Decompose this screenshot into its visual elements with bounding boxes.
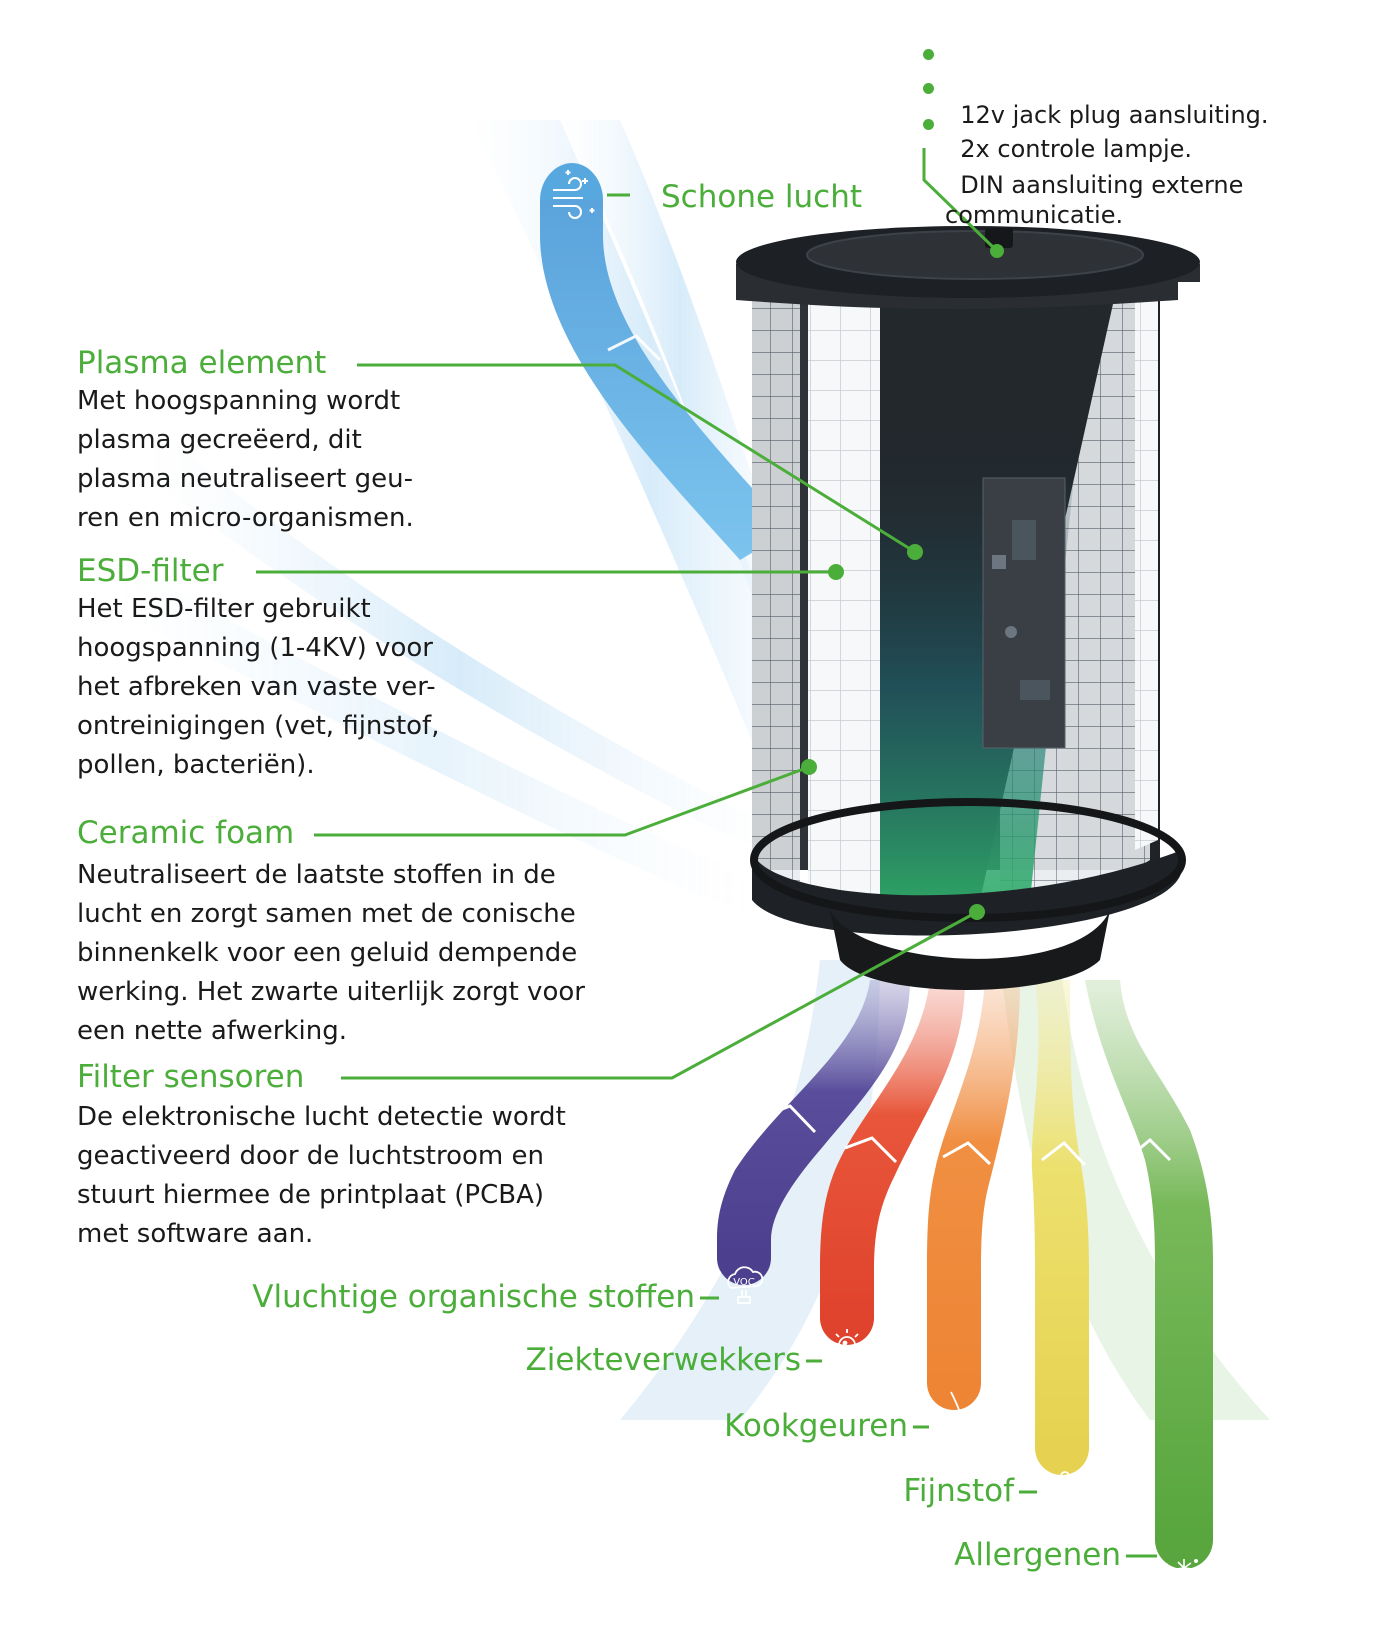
spec-text: 2x controle lampje. <box>960 135 1193 163</box>
plasma-element-text: Met hoogspanning wordt plasma gecreëerd,… <box>77 386 414 533</box>
nose-icon <box>948 1391 973 1427</box>
filter-sensors-text: De elektronische lucht detectie wordt ge… <box>77 1102 566 1249</box>
spec-item: 2x controle lampje. <box>923 74 1193 164</box>
pollutant-stream-dust <box>1031 980 1089 1475</box>
leader-lines <box>256 148 1157 1558</box>
pollutant-stream-pathogens <box>820 980 965 1345</box>
virus-icon <box>831 1329 876 1366</box>
spec-item: DIN aansluiting externe communicatie. <box>923 110 1244 230</box>
esd-filter-text: Het ESD-filter gebruikt hoogspanning (1-… <box>77 594 440 780</box>
filter-unit <box>736 226 1200 990</box>
spec-leader-line <box>922 148 999 253</box>
dust-particles-icon <box>1047 1471 1081 1505</box>
spec-text: DIN aansluiting externe communicatie. <box>945 171 1244 229</box>
allergens-label: Allergenen <box>954 1537 1121 1573</box>
filter-sensors-title: Filter sensoren <box>77 1059 305 1095</box>
plasma-element-title: Plasma element <box>77 345 327 381</box>
spec-item: 12v jack plug aansluiting. <box>923 40 1269 130</box>
plasma-leader-line <box>357 363 916 554</box>
cooking-odors-label: Kookgeuren <box>724 1408 908 1444</box>
bullet-dot-icon <box>923 49 934 60</box>
ceramic-foam-text: Neutraliseert de laatste stoffen in de l… <box>77 860 585 1046</box>
spec-text: 12v jack plug aansluiting. <box>960 101 1269 129</box>
din-connector <box>985 228 1013 248</box>
ceramic-foam-title: Ceramic foam <box>77 815 295 851</box>
pollutant-stream-allergens <box>1085 980 1213 1569</box>
sensor-leader-line <box>341 910 978 1080</box>
wind-sparkle-icon <box>553 170 595 219</box>
esd-filter-title: ESD-filter <box>77 553 224 589</box>
svg-text:VOC: VOC <box>733 1277 755 1288</box>
pollutant-stream-voc <box>717 980 910 1285</box>
pcb-board <box>982 477 1066 749</box>
fine-dust-label: Fijnstof <box>903 1473 1014 1509</box>
clean-air-label: Schone lucht <box>661 179 863 215</box>
voc-cloud-icon: VOC <box>727 1266 764 1304</box>
voc-label: Vluchtige organische stoffen <box>252 1279 695 1315</box>
bullet-dot-icon <box>923 83 934 94</box>
ceramic-leader-line <box>314 765 810 837</box>
dandelion-icon <box>1164 1559 1203 1581</box>
bullet-dot-icon <box>923 119 934 130</box>
pathogens-label: Ziekteverwekkers <box>525 1342 801 1378</box>
